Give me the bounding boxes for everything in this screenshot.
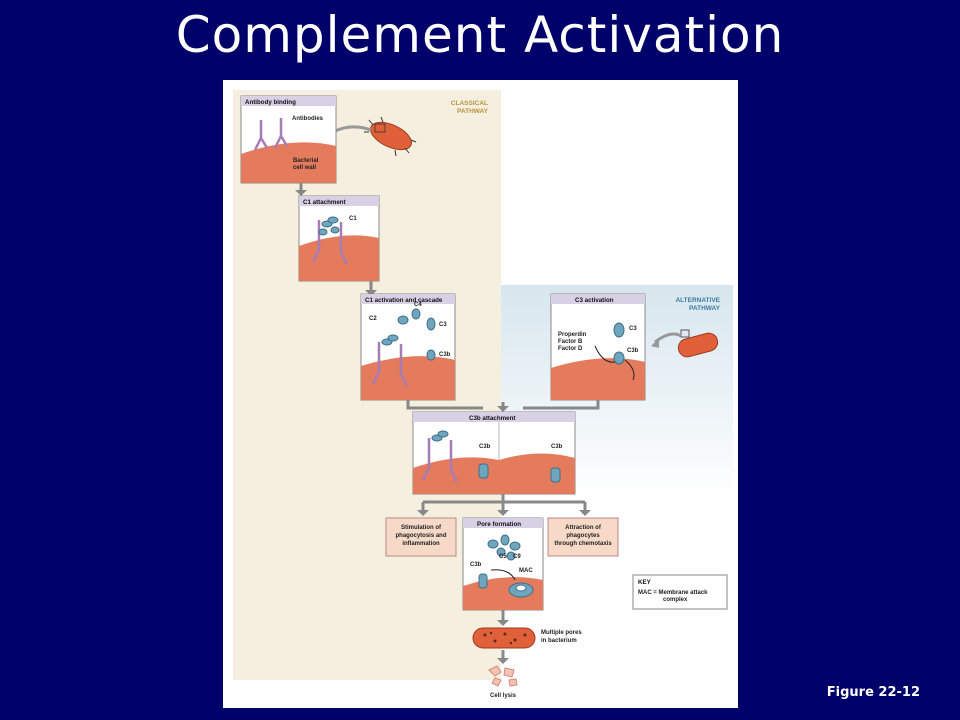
svg-text:C4: C4 [414,302,422,308]
svg-text:through chemotaxis: through chemotaxis [554,541,612,547]
cell-lysis-icon [488,665,518,687]
svg-text:Factor D: Factor D [558,346,583,352]
panel-c3-activation: C3 activation Properdin Factor B Factor … [550,293,646,401]
stimulation-box: Stimulation of phagocytosis and inflamma… [385,517,457,557]
svg-text:C3b: C3b [479,444,491,450]
svg-text:inflammation: inflammation [402,541,440,547]
mac-icon [508,582,534,598]
slide-title: Complement Activation [175,6,785,64]
svg-text:C3b attachment: C3b attachment [469,415,515,422]
svg-text:Antibody binding: Antibody binding [245,99,296,106]
svg-text:C3b: C3b [439,352,451,358]
svg-text:C3: C3 [439,322,447,328]
svg-text:C5: C5 [499,554,507,560]
svg-text:Cell lysis: Cell lysis [490,693,517,699]
svg-text:in bacterium: in bacterium [541,638,577,644]
svg-text:C3: C3 [629,326,637,332]
svg-text:phagocytosis and: phagocytosis and [395,533,446,539]
figure-label: Figure 22-12 [826,685,920,700]
svg-text:MAC: MAC [519,568,533,574]
svg-text:Bacterial: Bacterial [293,158,319,164]
svg-text:Multiple pores: Multiple pores [541,630,582,636]
panel-c1-attachment: C1 attachment C1 [298,195,380,282]
svg-text:Factor B: Factor B [558,339,583,345]
svg-text:Properdin: Properdin [558,332,587,338]
svg-text:Stimulation of: Stimulation of [401,525,442,531]
key-box: KEY MAC = Membrane attack complex [632,574,728,610]
svg-text:KEY: KEY [638,579,652,586]
svg-text:C3b: C3b [627,348,639,354]
svg-text:C1: C1 [349,216,357,222]
svg-text:MAC = Membrane attack: MAC = Membrane attack [638,590,708,596]
svg-text:phagocytes: phagocytes [566,533,600,539]
svg-text:C2: C2 [369,316,377,322]
attraction-box: Attraction of phagocytes through chemota… [547,517,619,557]
panel-pore-formation: Pore formation C5 C9 C3b MAC [462,517,544,611]
svg-text:C3 activation: C3 activation [575,297,614,304]
svg-text:Pore formation: Pore formation [477,521,521,528]
panel-antibody-binding: Antibody binding Antibodies Bacterial ce… [240,95,337,184]
antibody-icon [253,118,289,151]
panel-c1-activation: C1 activation and cascade C2 C4 C3 C3b [360,293,456,401]
svg-text:C9: C9 [513,554,521,560]
svg-text:C3b: C3b [470,562,482,568]
svg-text:cell wall: cell wall [293,165,316,171]
svg-text:Antibodies: Antibodies [292,116,324,122]
svg-text:C1 activation and cascade: C1 activation and cascade [365,297,443,304]
svg-text:Attraction of: Attraction of [565,525,602,531]
svg-text:C1 attachment: C1 attachment [303,199,346,206]
panel-c3b-attachment: C3b attachment C3b C3b [412,411,576,495]
c1-complex-icon [318,216,340,236]
bacterium-icon [677,329,719,358]
bacterium-icon [364,116,417,157]
porous-bacterium-icon [472,627,536,649]
svg-text:C3b: C3b [551,444,563,450]
svg-text:complex: complex [663,597,688,603]
